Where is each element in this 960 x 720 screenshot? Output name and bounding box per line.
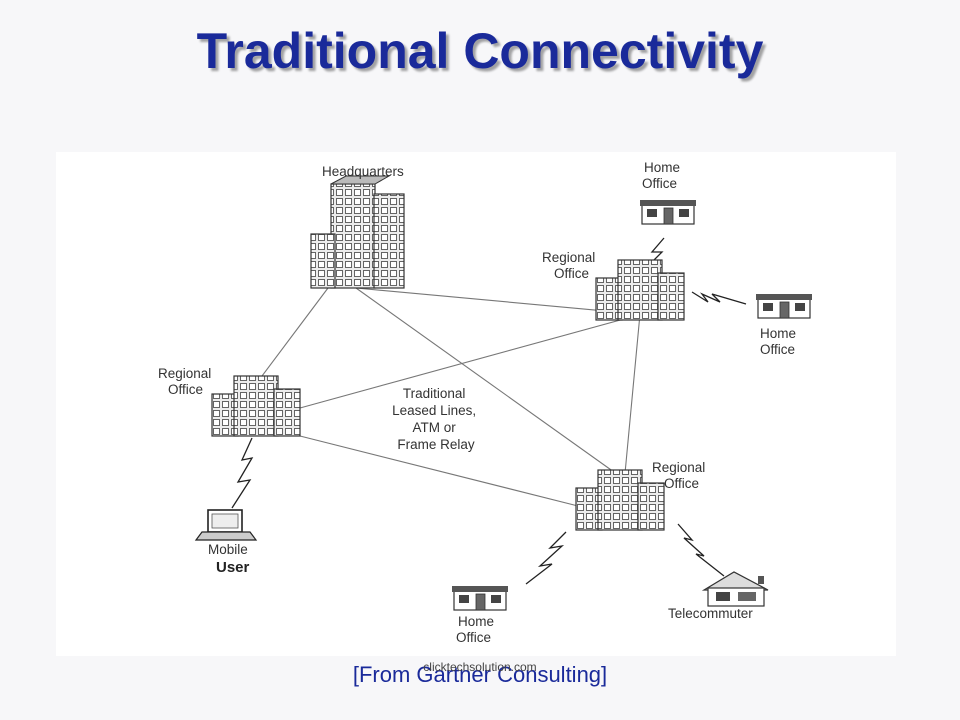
- page-title: Traditional Connectivity: [196, 23, 764, 79]
- home-office-right-label: Home Office: [760, 326, 800, 357]
- headquarters-label: Headquarters: [322, 164, 404, 179]
- network-diagram: Headquarters Regional Office Regional Of…: [56, 152, 896, 656]
- watermark-text: clicktechsolution.com: [423, 660, 537, 674]
- regional-office-bottom-building: [575, 469, 665, 531]
- leased-lines: [255, 287, 643, 507]
- telecommuter-label: Telecommuter: [668, 606, 753, 621]
- leased-lines-label: Traditional Leased Lines, ATM or Frame R…: [392, 386, 480, 452]
- network-diagram-svg: Headquarters Regional Office Regional Of…: [158, 160, 813, 645]
- regional-office-left-label: Regional Office: [158, 366, 215, 397]
- regional-office-left-building: [211, 375, 301, 437]
- home-office-top-house: [639, 199, 697, 225]
- telecommuter-house: [701, 571, 769, 607]
- home-office-bottom-house: [451, 585, 509, 611]
- home-office-bottom-label: Home Office: [456, 614, 498, 645]
- mobile-user-label: Mobile User: [208, 542, 252, 576]
- regional-office-top-right-label: Regional Office: [542, 250, 599, 281]
- laptop-icon: [194, 509, 258, 541]
- headquarters-building: [310, 175, 405, 289]
- regional-office-bottom-label: Regional Office: [652, 460, 709, 491]
- home-office-right-house: [755, 293, 813, 319]
- source-caption: [From Gartner Consulting]: [352, 662, 608, 687]
- home-office-top-label: Home Office: [642, 160, 684, 191]
- regional-office-top-right-building: [595, 259, 685, 321]
